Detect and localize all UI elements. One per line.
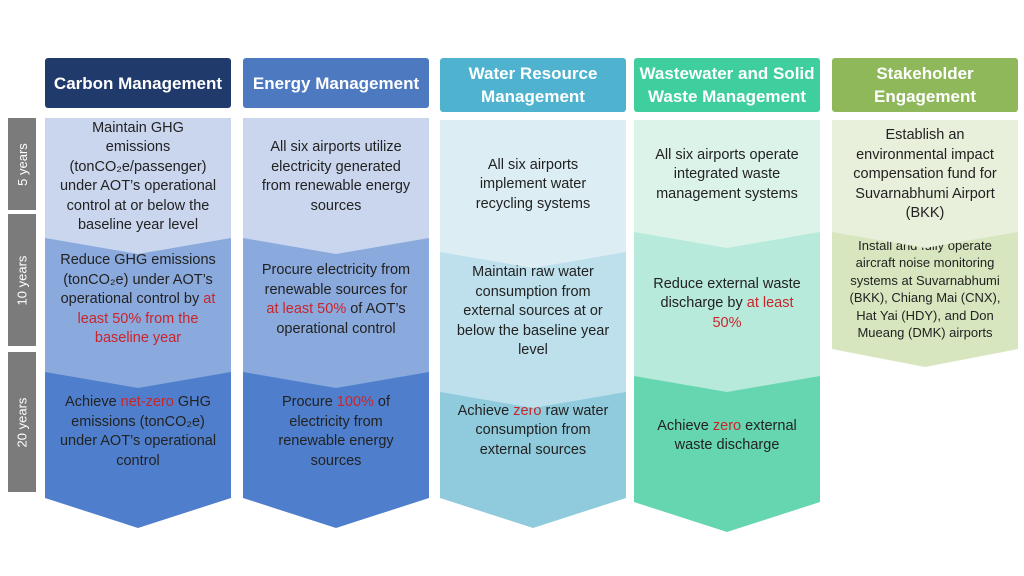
highlight-text: zero (712, 417, 742, 434)
row-label-text: 20 years (14, 397, 30, 447)
row-label-3: 20 years (8, 352, 36, 492)
body-text: Maintain raw water consumption from exte… (456, 264, 610, 359)
body-text: of electricity from renewable energy sou… (278, 394, 394, 469)
energy-header-title: Energy Management (252, 73, 420, 93)
stakeholder-level-1-text: Establish an environmental impact compen… (846, 126, 1004, 224)
body-text: Install and fully operate aircraft noise… (849, 237, 1001, 341)
water-level-1-chevron: All six airports implement water recycli… (440, 120, 626, 268)
energy-header: Energy Management (243, 58, 429, 108)
row-label-2: 10 years (8, 214, 36, 346)
body-text: Procure electricity from renewable sourc… (261, 262, 411, 298)
body-text: of AOT’s operational control (276, 301, 406, 337)
highlight-text: 100% (336, 394, 374, 410)
water-header: Water Resource Management (440, 58, 626, 112)
stakeholder-level-1-chevron: Establish an environmental impact compen… (832, 120, 1018, 248)
highlight-text: at least 50% from the baseline year (77, 291, 216, 347)
body-text: Achieve (657, 417, 713, 434)
energy-level-1-chevron: All six airports utilize electricity gen… (243, 118, 429, 254)
body-text: raw water consumption from external sour… (475, 402, 609, 458)
waste-level-2-text: Reduce external waste discharge by at le… (648, 275, 806, 334)
highlight-text: at least 50% (266, 301, 347, 317)
carbon-level-3-text: Achieve net-zero GHG emissions (tonCO₂e)… (59, 393, 217, 471)
body-text: Achieve (65, 394, 121, 410)
carbon-level-1-chevron: Maintain GHG emissions (tonCO₂e/passenge… (45, 118, 231, 254)
carbon-header: Carbon Management (45, 58, 231, 108)
body-text: Maintain GHG emissions (tonCO₂e/passenge… (59, 119, 217, 234)
energy-level-3-text: Procure 100% of electricity from renewab… (257, 393, 415, 471)
energy-level-1-text: All six airports utilize electricity gen… (257, 138, 415, 216)
row-label-1: 5 years (8, 118, 36, 210)
carbon-level-1-text: Maintain GHG emissions (tonCO₂e/passenge… (59, 119, 217, 236)
body-text: All six airports implement water recycli… (475, 156, 591, 212)
stakeholder-header-title: Stakeholder Engagement (873, 64, 977, 106)
row-label-text: 5 years (14, 142, 30, 186)
stakeholder-level-2-text: Install and fully operate aircraft noise… (846, 237, 1004, 342)
water-level-3-text: Achieve zero raw water consumption from … (454, 402, 612, 461)
carbon-level-2-text: Reduce GHG emissions (tonCO₂e) under AOT… (59, 251, 217, 349)
body-text: Reduce GHG emissions (tonCO₂e) under AOT… (60, 252, 216, 308)
body-text: Establish an environmental impact compen… (853, 127, 997, 222)
water-level-1-text: All six airports implement water recycli… (454, 156, 612, 215)
waste-level-3-text: Achieve zero external waste discharge (648, 417, 806, 456)
waste-header-title: Wastewater and Solid Waste Management (639, 64, 815, 106)
water-header-title: Water Resource Management (468, 64, 598, 106)
body-text: Procure (281, 394, 337, 410)
body-text: external waste discharge (674, 417, 797, 454)
waste-header: Wastewater and Solid Waste Management (634, 58, 820, 112)
stakeholder-header: Stakeholder Engagement (832, 58, 1018, 112)
body-text: All six airports utilize electricity gen… (261, 139, 411, 214)
highlight-text: net-zero (120, 394, 174, 410)
carbon-header-title: Carbon Management (53, 73, 223, 93)
water-level-2-text: Maintain raw water consumption from exte… (454, 263, 612, 361)
row-label-text: 10 years (14, 255, 30, 305)
body-text: GHG emissions (tonCO₂e) under AOT’s oper… (59, 394, 217, 469)
body-text: Achieve (457, 402, 514, 419)
highlight-text: at least 50% (712, 295, 794, 331)
energy-level-2-text: Procure electricity from renewable sourc… (257, 261, 415, 339)
body-text: All six airports operate integrated wast… (655, 146, 799, 202)
body-text: Reduce external waste discharge by (653, 275, 801, 312)
waste-level-1-chevron: All six airports operate integrated wast… (634, 120, 820, 248)
waste-level-1-text: All six airports operate integrated wast… (648, 146, 806, 205)
